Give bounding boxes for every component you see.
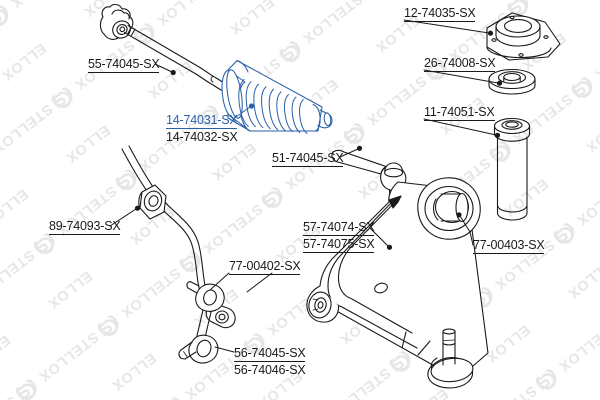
part-code-text: 56-74046-SX [234,363,306,377]
part-strut-top-mount [486,12,561,61]
part-label-12-74035-sx[interactable]: 12-74035-SX [404,6,476,22]
part-stabilizer-link [178,280,225,364]
part-label-77-00403-sx[interactable]: 77-00403-SX [473,238,545,254]
part-label-57-74074-sx[interactable]: 57-74074-SX [303,220,375,236]
part-code-text: 57-74075-SX [303,237,375,253]
part-label-89-74093-sx[interactable]: 89-74093-SX [49,219,121,235]
part-code-text: 14-74031-SX [166,113,238,129]
part-code-text: 56-74045-SX [234,346,306,362]
part-label-51-74045-sx[interactable]: 51-74045-SX [272,151,344,167]
part-inner-tie-rod [99,4,229,92]
part-label-56-74045-sx[interactable]: 56-74045-SX [234,346,306,362]
part-label-57-74075-sx[interactable]: 57-74075-SX [303,237,375,253]
part-code-text: 57-74074-SX [303,220,375,236]
part-label-14-74031-sx[interactable]: 14-74031-SX [166,113,238,129]
part-code-text: 12-74035-SX [404,6,476,22]
part-label-26-74008-sx[interactable]: 26-74008-SX [424,56,496,72]
part-code-text: 77-00402-SX [229,259,301,275]
part-code-text: 55-74045-SX [88,57,160,73]
part-steering-rack-boot [221,59,333,134]
part-label-14-74032-sx[interactable]: 14-74032-SX [166,130,238,144]
part-code-text: 89-74093-SX [49,219,121,235]
part-label-56-74046-sx[interactable]: 56-74046-SX [234,363,306,377]
part-anti-roll-bar-bush [138,184,167,220]
part-code-text: 77-00403-SX [473,238,545,254]
part-label-11-74051-sx[interactable]: 11-74051-SX [424,105,495,121]
leader-lines [109,19,503,353]
part-code-text: 51-74045-SX [272,151,344,167]
part-code-text: 14-74032-SX [166,130,238,144]
part-label-77-00402-sx[interactable]: 77-00402-SX [229,259,301,275]
part-code-text: 26-74008-SX [424,56,496,72]
part-label-55-74045-sx[interactable]: 55-74045-SX [88,57,160,73]
part-code-text: 11-74051-SX [424,105,495,121]
